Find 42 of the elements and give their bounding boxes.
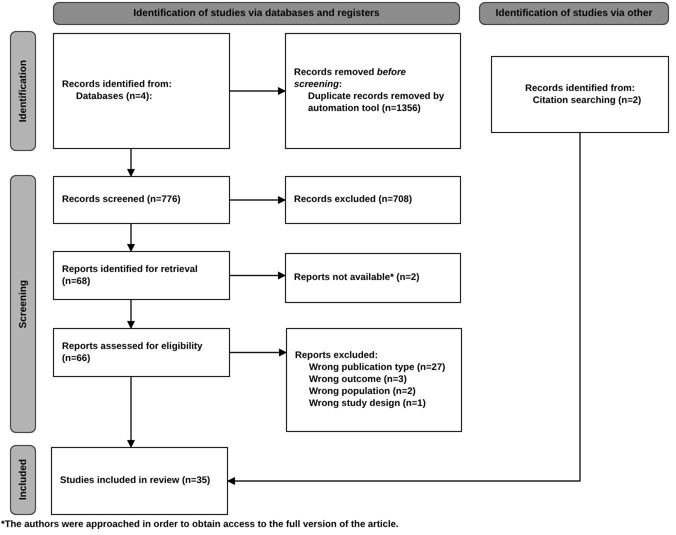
box-text: Wrong outcome (n=3) xyxy=(308,374,408,386)
box-text: Records removed before screening: xyxy=(294,67,407,91)
process-box xyxy=(286,328,462,432)
arrow xyxy=(230,272,286,280)
section-header: Identification of studies via databases and registers xyxy=(53,2,460,25)
process-box xyxy=(53,33,230,149)
box-text: Records screened (n=776) xyxy=(62,194,182,206)
arrow xyxy=(230,87,286,95)
box-text: Reports identified for retrieval (n=68) xyxy=(62,264,199,288)
process-box xyxy=(51,447,228,515)
box-text: Reports assessed for eligibility (n=66) xyxy=(62,340,204,364)
box-text: Wrong publication type (n=27) xyxy=(308,362,446,374)
process-box xyxy=(285,33,461,149)
box-text: Records identified from: xyxy=(62,79,173,91)
process-box xyxy=(53,251,230,300)
box-text: Databases (n=4): xyxy=(75,91,154,103)
arrow xyxy=(230,348,287,356)
phase-label: Screening xyxy=(16,280,30,328)
box-text: Studies included in review (n=35) xyxy=(60,475,212,487)
arrow xyxy=(227,133,581,485)
box-text: Records excluded (n=708) xyxy=(294,194,414,206)
box-text: Duplicate records removed by automation tool (n=1356) xyxy=(307,91,446,115)
process-box xyxy=(491,56,669,133)
arrow xyxy=(127,149,135,177)
box-text: Citation searching (n=2) xyxy=(532,94,642,106)
phase-label: Included xyxy=(16,459,30,501)
process-box xyxy=(53,176,230,224)
arrow xyxy=(127,300,135,329)
box-text: Wrong study design (n=1) xyxy=(308,398,427,410)
process-box xyxy=(285,253,461,303)
process-box xyxy=(53,328,230,377)
arrow xyxy=(230,196,286,204)
arrow xyxy=(127,224,135,252)
box-text: Records identified from: xyxy=(525,82,635,94)
box-text: Reports excluded: xyxy=(295,350,379,362)
footnote: *The authors were approached in order to obtain access to the full version of the article. xyxy=(1,518,399,532)
phase-label: Identification xyxy=(16,60,30,122)
arrow xyxy=(127,377,135,448)
box-text: Wrong population (n=2) xyxy=(308,386,417,398)
process-box xyxy=(285,176,461,224)
box-text: Reports not available* (n=2) xyxy=(294,272,420,284)
section-header: Identification of studies via other xyxy=(479,2,669,25)
